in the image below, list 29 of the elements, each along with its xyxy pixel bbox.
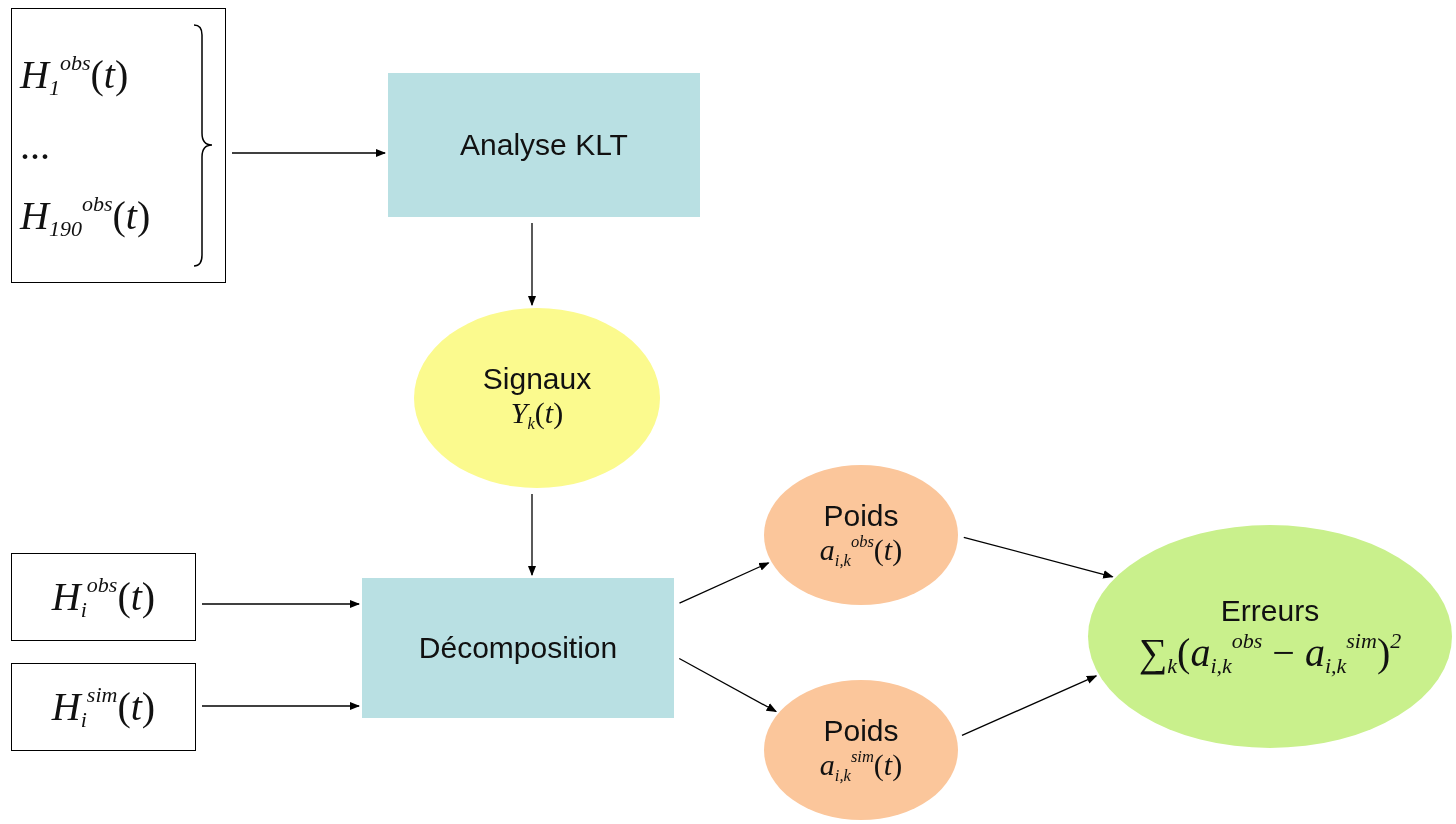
math-expression: a$_{i,k}$$^{obs}$(t) (819, 533, 903, 571)
process-box (11, 553, 196, 641)
process-box (388, 73, 700, 217)
arrow (527, 493, 537, 577)
math-expression: a$_{i,k}$$^{sim}$(t) (819, 748, 903, 786)
node-label: Erreurs (1220, 594, 1320, 629)
node-label: Signaux (482, 362, 592, 397)
process-box (11, 663, 196, 751)
arrow (231, 148, 387, 158)
node-label: Décomposition (418, 631, 618, 665)
math-expression: H$_{i}$$^{sim}$(t) (51, 681, 156, 733)
arrow (527, 222, 537, 307)
math-expression: Y$_{k}$(t) (510, 396, 564, 434)
math-expression: H$_{1}$$^{obs}$(t) (20, 49, 129, 101)
process-box (11, 8, 226, 283)
math-expression: H$_{190}$$^{obs}$(t) (20, 190, 151, 242)
ellipsis-text: ... (20, 122, 50, 169)
math-expression: ∑$_{k}$(a$_{i,k}$$^{obs}$ − a$_{i,k}$$^{sim}$)$^{2}$ (1138, 628, 1402, 679)
node-label: Poids (823, 714, 899, 749)
node-label: Analyse KLT (460, 128, 628, 162)
arrow (963, 536, 1114, 579)
arrow (201, 599, 361, 609)
arrow (678, 562, 770, 604)
node-label: Poids (823, 499, 899, 534)
math-expression: H$_{i}$$^{obs}$(t) (51, 571, 156, 623)
process-box (362, 578, 674, 718)
arrow (961, 675, 1098, 736)
arrow (201, 701, 361, 711)
arrow (678, 657, 777, 713)
